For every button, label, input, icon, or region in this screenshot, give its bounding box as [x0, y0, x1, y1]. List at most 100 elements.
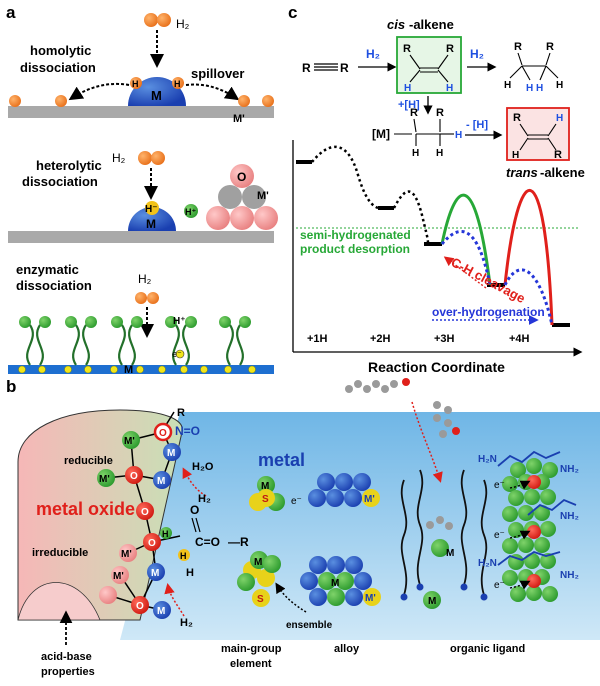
- metal-intermediate: [M] R R H H H: [372, 107, 462, 159]
- panel-c-label: c: [288, 3, 297, 22]
- aldehyde-h: H: [186, 567, 194, 579]
- trans-h2: H: [512, 150, 519, 161]
- heterolytic-oxygen: O: [237, 170, 246, 184]
- homolytic-h-right: H: [174, 79, 181, 89]
- cis-r2: R: [446, 43, 454, 55]
- homolytic-metal-label: M: [151, 88, 162, 103]
- int-h2: H: [436, 148, 443, 159]
- heterolytic-hminus: H⁻: [145, 204, 158, 215]
- panel-a: a H₂ homolytic dissociation spillover M'…: [6, 3, 278, 376]
- aldehyde-o: O: [190, 503, 199, 517]
- trans-alkene-box: [506, 107, 570, 161]
- h2-reducible: H₂: [198, 493, 211, 505]
- atom-o-2: O: [141, 507, 149, 518]
- label-main-group-2: element: [230, 658, 272, 670]
- alkyne-r-right: R: [340, 61, 349, 75]
- int-r1: R: [410, 107, 418, 119]
- homolytic-support-label: M': [233, 113, 245, 125]
- np-electron-2: e⁻: [494, 530, 505, 541]
- enzymatic-metal: M: [124, 364, 133, 376]
- mg-electron: e⁻: [291, 496, 302, 507]
- label-main-group-1: main-group: [221, 643, 282, 655]
- cis-h2: H: [446, 83, 453, 94]
- label-acid-base-2: properties: [41, 666, 95, 678]
- atom-mprime-3: M': [121, 549, 132, 560]
- metal-oxide-dome: [17, 409, 183, 621]
- label-alloy: alloy: [334, 643, 360, 655]
- heterolytic-oxide-metal: M': [257, 190, 269, 202]
- atom-hminus: H: [180, 551, 187, 561]
- enzymatic-section: enzymatic dissociation H₂ M: [8, 262, 274, 376]
- spillover-label: spillover: [191, 66, 244, 81]
- cis-alkene-box: [396, 36, 462, 94]
- metal-bracket: [M]: [372, 127, 390, 141]
- cis-h1: H: [404, 83, 411, 94]
- x-tick-4: +4H: [509, 333, 530, 345]
- trans-suffix: -alkene: [540, 165, 585, 180]
- int-h3: H: [455, 130, 462, 141]
- amine-nanoparticles: H₂N NH₂ NH₂ H₂N NH₂ e⁻ e⁻ e⁻: [478, 450, 579, 602]
- int-r2: R: [436, 107, 444, 119]
- metal-oxide-label: metal oxide: [36, 499, 135, 519]
- alloy-mprime-2: M': [365, 593, 376, 604]
- alkane-h3: H: [536, 83, 543, 94]
- atom-mprime-4: M': [113, 571, 124, 582]
- trans-r1: R: [513, 112, 521, 124]
- panel-b-label: b: [6, 377, 16, 396]
- metal-label: metal: [258, 450, 305, 470]
- homolytic-section: H₂ homolytic dissociation spillover M' M…: [8, 13, 274, 125]
- homolytic-title-1: homolytic: [30, 43, 91, 58]
- alkane-h4: H: [556, 80, 563, 91]
- x-tick-1: +1H: [307, 333, 328, 345]
- atom-m-2: M: [157, 476, 165, 487]
- amine-h2n-1: H₂N: [478, 454, 497, 465]
- heterolytic-metal-label: M: [146, 217, 156, 231]
- heterolytic-support: [8, 231, 274, 243]
- homolytic-h-left: H: [132, 79, 139, 89]
- amine-h2n-2: H₂N: [478, 558, 497, 569]
- ligand-m-2: M: [428, 596, 436, 607]
- semi-hydrogenated-line2: product desorption: [300, 242, 410, 256]
- label-organic-ligand: organic ligand: [450, 643, 525, 655]
- alkane-r1: R: [514, 41, 522, 53]
- enzymatic-hplus: H⁺: [173, 316, 186, 327]
- np-electron-1: e⁻: [494, 480, 505, 491]
- homolytic-support: [8, 106, 274, 118]
- enzymatic-electron: e⁻: [172, 349, 182, 359]
- trans-label: trans: [506, 165, 538, 180]
- cis-r1: R: [403, 43, 411, 55]
- blue-dotted-path: [440, 229, 554, 326]
- panel-b: b metal oxide metal reducible irreducibl…: [6, 377, 600, 678]
- amine-nh2-3: NH₂: [560, 570, 579, 581]
- homolytic-h2: H₂: [176, 17, 190, 31]
- int-h1: H: [412, 148, 419, 159]
- enzymatic-title-1: enzymatic: [16, 262, 79, 277]
- over-hydrogenation-label: over-hydrogenation: [432, 305, 545, 319]
- x-axis-title: Reaction Coordinate: [368, 359, 505, 375]
- semi-hydrogenated-line1: semi-hydrogenated: [300, 228, 411, 242]
- green-barrier-path: [440, 193, 492, 286]
- alkane-h1: H: [504, 80, 511, 91]
- reducible-label: reducible: [64, 455, 113, 467]
- ligand-m-1: M: [446, 548, 454, 559]
- alkane-r2: R: [546, 41, 554, 53]
- atom-mprime-1: M': [124, 436, 135, 447]
- alkyne-r-left: R: [302, 61, 311, 75]
- nitro-group: N=O: [175, 424, 200, 438]
- organic-ligand: M M: [345, 378, 488, 609]
- atom-m-4: M: [157, 606, 165, 617]
- atom-hplus: H: [162, 529, 169, 539]
- label-acid-base-1: acid-base: [41, 651, 92, 663]
- atom-mprime-2: M': [99, 474, 110, 485]
- aldehyde-c: C=O: [195, 535, 220, 549]
- second-h2: H₂: [470, 47, 484, 61]
- aldehyde-r: —R: [228, 535, 249, 549]
- atom-vacancy: O: [159, 428, 167, 439]
- main-group-element: M S e⁻ M S: [237, 476, 302, 607]
- ensemble-label: ensemble: [286, 620, 333, 631]
- atom-m-3: M: [151, 568, 159, 579]
- atom-o-1: O: [130, 471, 138, 482]
- alloy-m: M: [331, 578, 339, 589]
- minus-h-label: - [H]: [466, 119, 488, 131]
